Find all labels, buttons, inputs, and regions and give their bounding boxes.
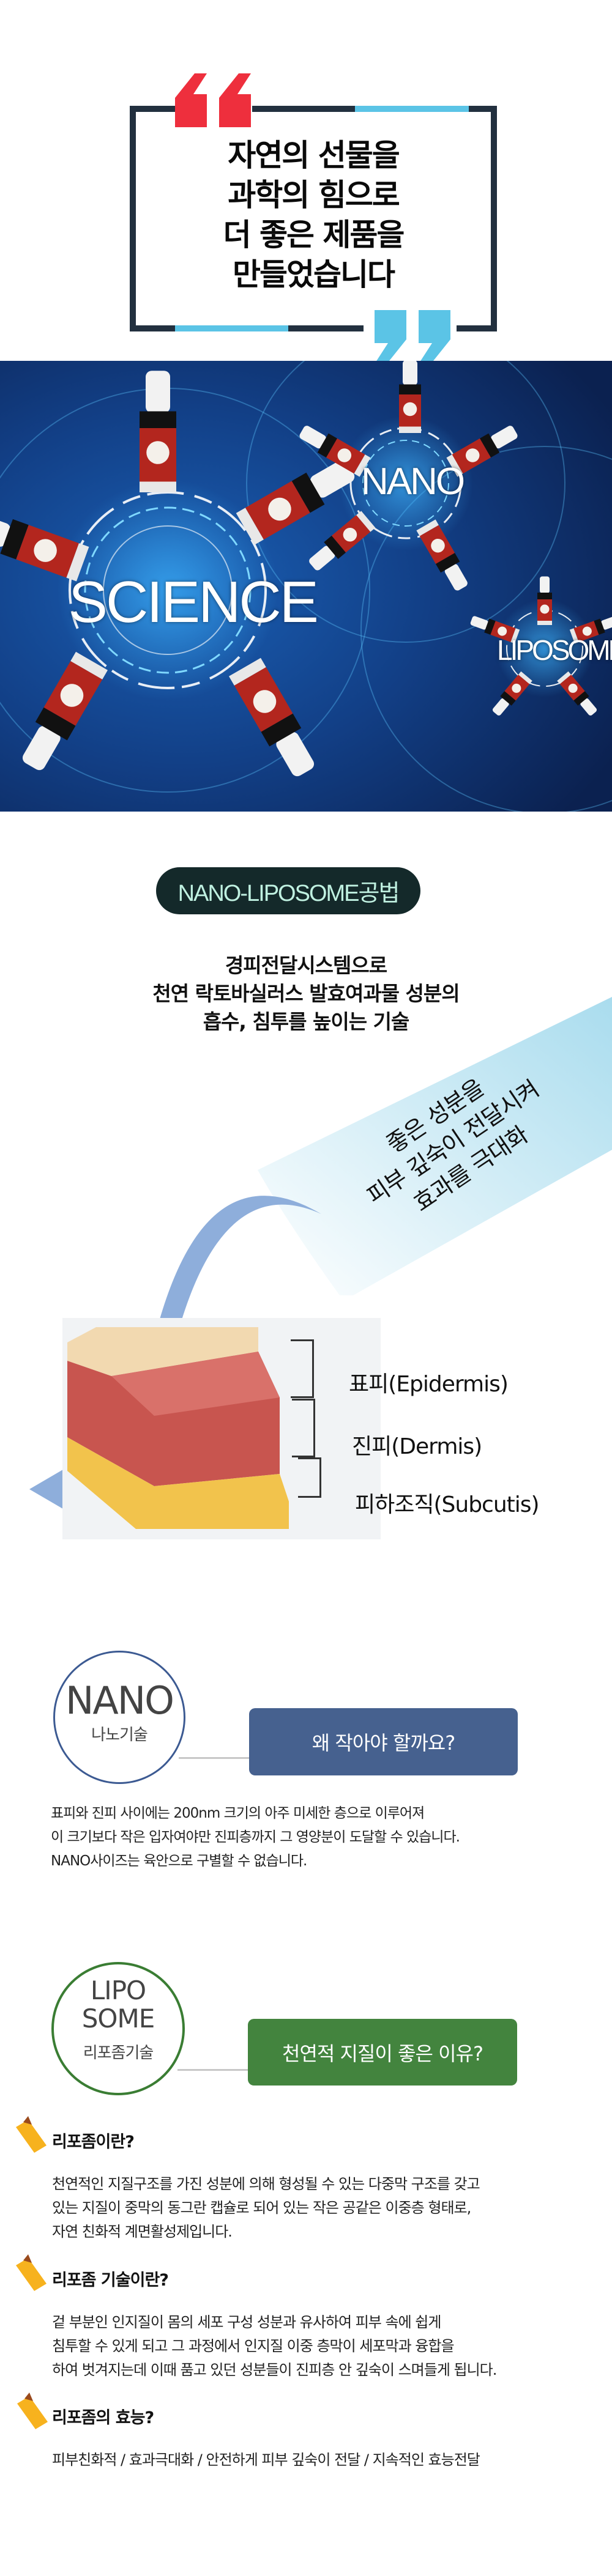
paragraph-line: 있는 지질이 중막의 동그란 캡슐로 되어 있는 작은 공같은 이중층 형태로, xyxy=(52,2199,471,2216)
paragraph-line: 피부친화적 / 효과극대화 / 안전하게 피부 깊숙이 전달 / 지속적인 효능… xyxy=(52,2451,480,2468)
quote-line: 과학의 힘으로 xyxy=(228,177,400,213)
pencil-icon xyxy=(16,2254,47,2291)
liposome-circle: LIPO SOME 리포좀기술 xyxy=(51,1962,185,2095)
pencil-icon xyxy=(16,2116,47,2153)
open-quote-icon xyxy=(175,73,251,127)
paragraph-line: 표피와 진피 사이에는 200nm 크기의 아주 미세한 층으로 이루어져 xyxy=(51,1805,425,1821)
bracket-epidermis xyxy=(291,1339,314,1398)
section-heading: 리포좀이란? xyxy=(52,2133,135,2152)
banner-nano-text: NANO xyxy=(361,461,465,503)
method-description: 경피전달시스템으로 천연 락토바실러스 발효여과물 성분의 흡수, 침투를 높이… xyxy=(0,952,612,1036)
skin-cross-section xyxy=(62,1318,381,1539)
section-heading: 리포좀의 효능? xyxy=(52,2408,154,2427)
nano-circle: NANO 나노기술 xyxy=(53,1651,185,1784)
banner-artwork xyxy=(0,324,612,814)
method-pill-badge: NANO-LIPOSOME공법 xyxy=(156,867,420,914)
connector-line xyxy=(177,2069,248,2071)
why-small-button[interactable]: 왜 작아야 할까요? xyxy=(249,1708,518,1775)
paragraph-line: NANO사이즈는 육안으로 구별할 수 없습니다. xyxy=(51,1853,307,1869)
paragraph-line: 침투할 수 있게 되고 그 과정에서 인지질 이중 층막이 세포막과 융합을 xyxy=(52,2337,455,2355)
section-paragraph: 피부친화적 / 효과극대화 / 안전하게 피부 깊숙이 전달 / 지속적인 효능… xyxy=(52,2448,480,2472)
close-quote-icon xyxy=(375,310,450,364)
paragraph-line: 겉 부분인 인지질이 몸의 세포 구성 성분과 유사하여 피부 속에 쉽게 xyxy=(52,2314,441,2331)
section-paragraph: 겉 부분인 인지질이 몸의 세포 구성 성분과 유사하여 피부 속에 쉽게 침투… xyxy=(52,2311,497,2382)
nano-paragraph: 표피와 진피 사이에는 200nm 크기의 아주 미세한 층으로 이루어져 이 … xyxy=(51,1802,460,1873)
frame-accent-top xyxy=(355,106,469,112)
nano-subtitle: 나노기술 xyxy=(91,1726,148,1744)
light-beam xyxy=(258,997,612,1295)
paragraph-line: 이 크기보다 작은 입자여야만 진피층까지 그 영양분이 도달할 수 있습니다. xyxy=(51,1829,460,1845)
pencil-icon xyxy=(17,2393,48,2429)
description-line: 천연 락토바실러스 발효여과물 성분의 xyxy=(152,982,460,1005)
paragraph-line: 천연적인 지질구조를 가진 성분에 의해 형성될 수 있는 다중막 구조를 갖고 xyxy=(52,2175,480,2193)
liposome-title-1: LIPO xyxy=(90,1975,146,2005)
science-banner: SCIENCE NANO LIPOSOME xyxy=(0,324,612,814)
quote-frame xyxy=(130,106,497,331)
nano-title: NANO xyxy=(65,1678,174,1723)
quote-line: 더 좋은 제품을 xyxy=(223,217,405,253)
quote-line: 자연의 선물을 xyxy=(228,138,400,173)
description-line: 흡수, 침투를 높이는 기술 xyxy=(203,1010,410,1034)
skin-layers-illustration xyxy=(67,1327,289,1529)
liposome-title-2: SOME xyxy=(81,2004,155,2034)
section-heading: 리포좀 기술이란? xyxy=(52,2271,169,2290)
label-dermis: 진피(Dermis) xyxy=(352,1434,482,1459)
bracket-subcutis xyxy=(298,1457,321,1498)
paragraph-line: 하여 벗겨지는데 이때 품고 있던 성분들이 진피층 안 깊숙이 스며들게 됩니… xyxy=(52,2361,497,2378)
connector-line xyxy=(179,1757,249,1759)
nano-rings xyxy=(338,416,473,550)
quote-line: 만들었습니다 xyxy=(233,257,395,292)
label-subcutis: 피하조직(Subcutis) xyxy=(355,1492,540,1517)
label-epidermis: 표피(Epidermis) xyxy=(349,1372,509,1397)
why-natural-lipid-button[interactable]: 천연적 지질이 좋은 이유? xyxy=(248,2019,517,2086)
description-line: 경피전달시스템으로 xyxy=(225,953,387,977)
section-paragraph: 천연적인 지질구조를 가진 성분에 의해 형성될 수 있는 다중막 구조를 갖고… xyxy=(52,2172,480,2244)
banner-science-text: SCIENCE xyxy=(69,569,319,635)
science-rings xyxy=(58,480,278,700)
banner-liposome-text: LIPOSOME xyxy=(497,634,612,666)
frame-accent-bottom xyxy=(175,325,288,331)
bracket-dermis xyxy=(292,1399,315,1457)
liposome-subtitle: 리포좀기술 xyxy=(83,2044,154,2062)
quote-text: 자연의 선물을 과학의 힘으로 더 좋은 제품을 만들었습니다 xyxy=(130,136,497,295)
paragraph-line: 자연 친화적 계면활성제입니다. xyxy=(52,2223,233,2240)
